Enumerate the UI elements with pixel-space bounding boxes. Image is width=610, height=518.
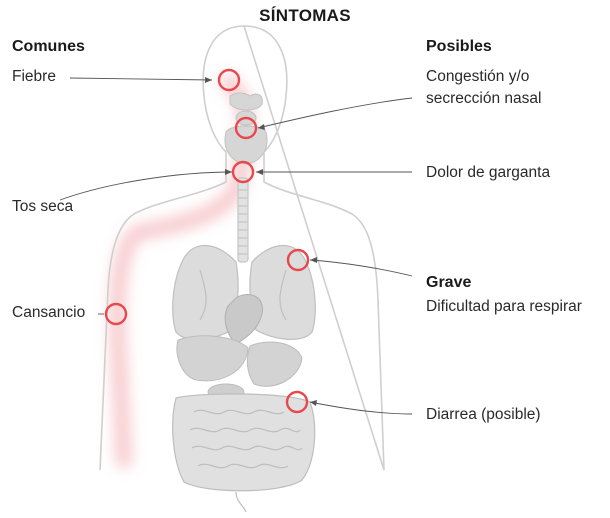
breathing-connector xyxy=(309,259,413,277)
digestive-upper xyxy=(176,335,303,401)
head-organs xyxy=(224,92,268,165)
breathing-label: Dificultad para respirar xyxy=(426,298,582,315)
cough-connector xyxy=(59,171,233,201)
diagram-title: SÍNTOMAS xyxy=(259,6,351,25)
connector-lines xyxy=(59,77,413,415)
congestion-line2: secrección nasal xyxy=(426,90,542,107)
fever-connector xyxy=(69,77,213,81)
congestion-label: Congestión y/o secrección nasal xyxy=(426,66,541,110)
diarrhea-marker xyxy=(285,390,309,414)
symptom-markers xyxy=(104,68,310,414)
fever-marker xyxy=(217,68,241,92)
congestion-marker xyxy=(234,116,258,140)
congestion-connector xyxy=(257,97,413,129)
fatigue-marker xyxy=(104,302,128,326)
throat-marker xyxy=(231,160,255,184)
common-heading: Comunes xyxy=(12,38,85,55)
sore-throat-label: Dolor de garganta xyxy=(426,164,551,181)
body-outline xyxy=(99,25,385,471)
congestion-line1: Congestión y/o xyxy=(426,68,530,85)
fatigue-label: Cansancio xyxy=(12,304,86,321)
fever-label: Fiebre xyxy=(12,68,56,85)
lungs xyxy=(172,244,316,340)
intestines xyxy=(172,393,316,513)
heart xyxy=(224,294,264,345)
severe-heading: Grave xyxy=(426,274,472,291)
arrow-heads xyxy=(205,77,317,406)
lung-marker xyxy=(286,248,310,272)
trachea xyxy=(237,177,249,263)
diarrhea-connector xyxy=(309,401,413,415)
dry-cough-label: Tos seca xyxy=(12,198,74,215)
diarrhea-label: Diarrea (posible) xyxy=(426,406,541,423)
possible-heading: Posibles xyxy=(426,38,492,55)
